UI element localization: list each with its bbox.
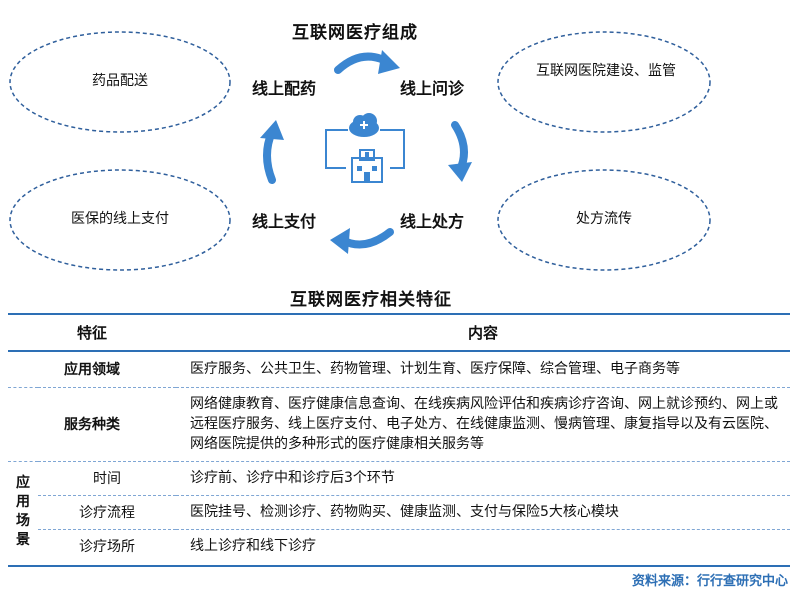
- features-table: 特征 内容 应用领域 医疗服务、公共卫生、药物管理、计划生育、医疗保障、综合管理…: [8, 313, 790, 563]
- composition-diagram: [9, 31, 711, 271]
- oval-bottom-left: [9, 169, 231, 271]
- composition-title: 互联网医疗组成: [292, 23, 418, 43]
- node-online-consultation: 线上问诊: [400, 79, 465, 98]
- source-note: 资料来源：行行查研究中心: [631, 574, 788, 589]
- header-content: 内容: [176, 313, 790, 352]
- oval-top-right: [497, 31, 711, 133]
- arrow-right-head: [448, 162, 472, 182]
- arrow-top-head: [378, 50, 400, 74]
- table-bottom-rule: [8, 565, 790, 567]
- arrow-left-head: [260, 120, 284, 140]
- oval-top-left: [9, 31, 231, 133]
- oval-text-bottom-left: 医保的线上支付: [71, 211, 169, 227]
- table-row: 应用领域 医疗服务、公共卫生、药物管理、计划生育、医疗保障、综合管理、电子商务等: [8, 351, 790, 388]
- table-header-row: 特征 内容: [8, 313, 790, 352]
- oval-bottom-right: [497, 169, 711, 271]
- table-row: 诊疗流程 医院挂号、检测诊疗、药物购买、健康监测、支付与保险5大核心模块: [8, 495, 790, 530]
- header-feature: 特征: [8, 313, 176, 352]
- arrow-left: [263, 128, 276, 184]
- features-title: 互联网医疗相关特征: [290, 290, 452, 310]
- row-content: 诊疗前、诊疗中和诊疗后3个环节: [176, 461, 790, 496]
- row-content: 医疗服务、公共卫生、药物管理、计划生育、医疗保障、综合管理、电子商务等: [176, 351, 790, 388]
- oval-text-top-left: 药品配送: [92, 73, 148, 89]
- table-row: 应用场景 时间 诊疗前、诊疗中和诊疗后3个环节: [8, 461, 790, 548]
- hospital-icon: [351, 149, 383, 183]
- scene-group-label: 应用场景: [8, 461, 38, 563]
- center-bracket: [325, 129, 405, 169]
- node-online-dispensing: 线上配药: [252, 79, 317, 98]
- row-content: 网络健康教育、医疗健康信息查询、在线疾病风险评估和疾病诊疗咨询、网上就诊预约、网…: [176, 387, 790, 462]
- cloud-icon: [349, 113, 379, 137]
- row-label: 服务种类: [8, 387, 176, 462]
- oval-text-top-right: 互联网医院建设、监管: [536, 63, 676, 79]
- oval-text-bottom-right: 处方流传: [576, 211, 632, 227]
- row-label: 应用领域: [8, 351, 176, 388]
- node-online-payment: 线上支付: [252, 212, 317, 231]
- node-online-prescription: 线上处方: [400, 212, 465, 231]
- table-row: 诊疗场所 线上诊疗和线下诊疗: [8, 529, 790, 563]
- row-content: 医院挂号、检测诊疗、药物购买、健康监测、支付与保险5大核心模块: [176, 495, 790, 530]
- row-label: 诊疗流程: [38, 495, 176, 530]
- row-label: 诊疗场所: [79, 539, 135, 556]
- scene-group-label-text: 应用场景: [16, 475, 30, 549]
- row-label: 时间: [38, 461, 176, 496]
- row-content: 线上诊疗和线下诊疗: [190, 538, 316, 555]
- arrow-bottom-head: [330, 228, 350, 254]
- table-row: 服务种类 网络健康教育、医疗健康信息查询、在线疾病风险评估和疾病诊疗咨询、网上就…: [8, 387, 790, 462]
